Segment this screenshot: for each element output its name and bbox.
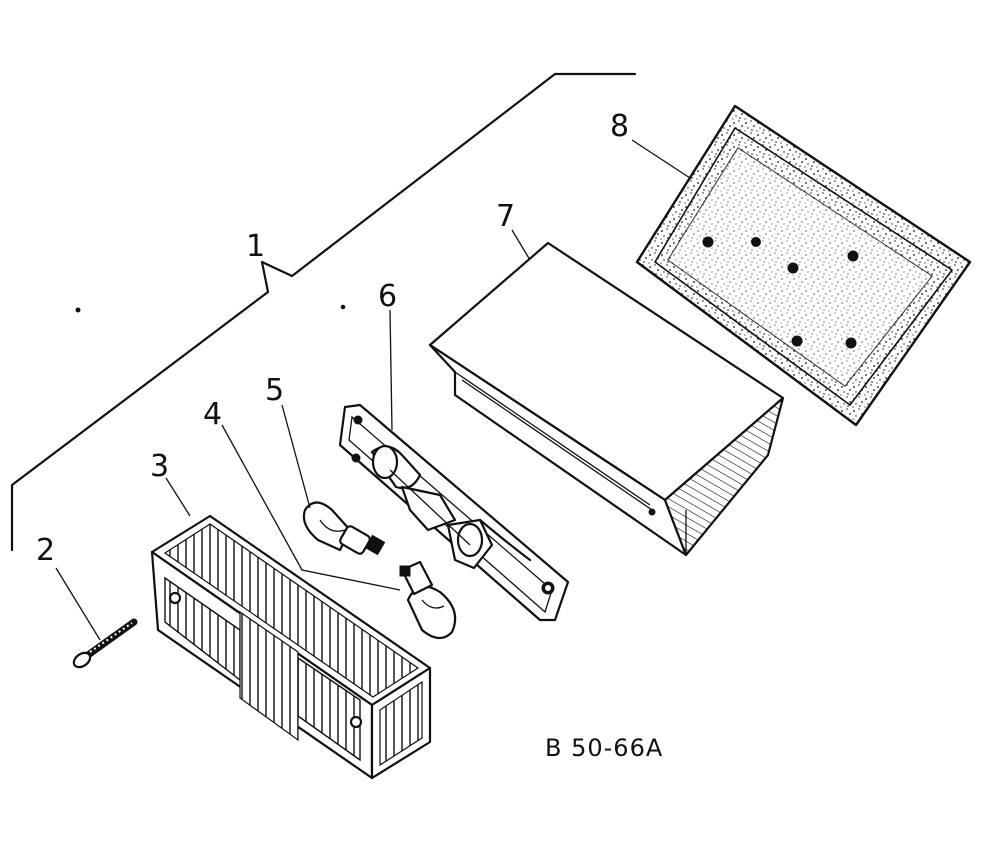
screw-part-2 — [72, 618, 138, 669]
socket-plate-part-6 — [338, 403, 570, 622]
callout-7: 7 — [496, 199, 515, 234]
leader-line-3 — [165, 477, 191, 517]
assembly-bracket — [10, 72, 637, 552]
callout-5: 5 — [265, 373, 284, 408]
leader-line-2 — [55, 567, 101, 641]
figure-code: B 50-66A — [545, 734, 663, 762]
leader-line-7 — [511, 229, 531, 261]
callout-2: 2 — [36, 533, 55, 568]
leader-line-4 — [221, 424, 401, 591]
lens-part-3 — [150, 514, 432, 780]
housing-part-7 — [428, 241, 785, 557]
callout-6: 6 — [378, 279, 397, 314]
bulb-part-4 — [399, 560, 457, 640]
leader-line-5 — [281, 404, 311, 509]
callout-4: 4 — [203, 397, 222, 432]
mounting-pad-part-8 — [635, 104, 972, 427]
bulb-part-5 — [302, 501, 386, 556]
leader-line-8 — [631, 139, 691, 179]
callout-1: 1 — [246, 229, 265, 264]
callout-8: 8 — [610, 109, 629, 144]
leader-line-6 — [389, 309, 393, 431]
callout-3: 3 — [150, 449, 169, 484]
